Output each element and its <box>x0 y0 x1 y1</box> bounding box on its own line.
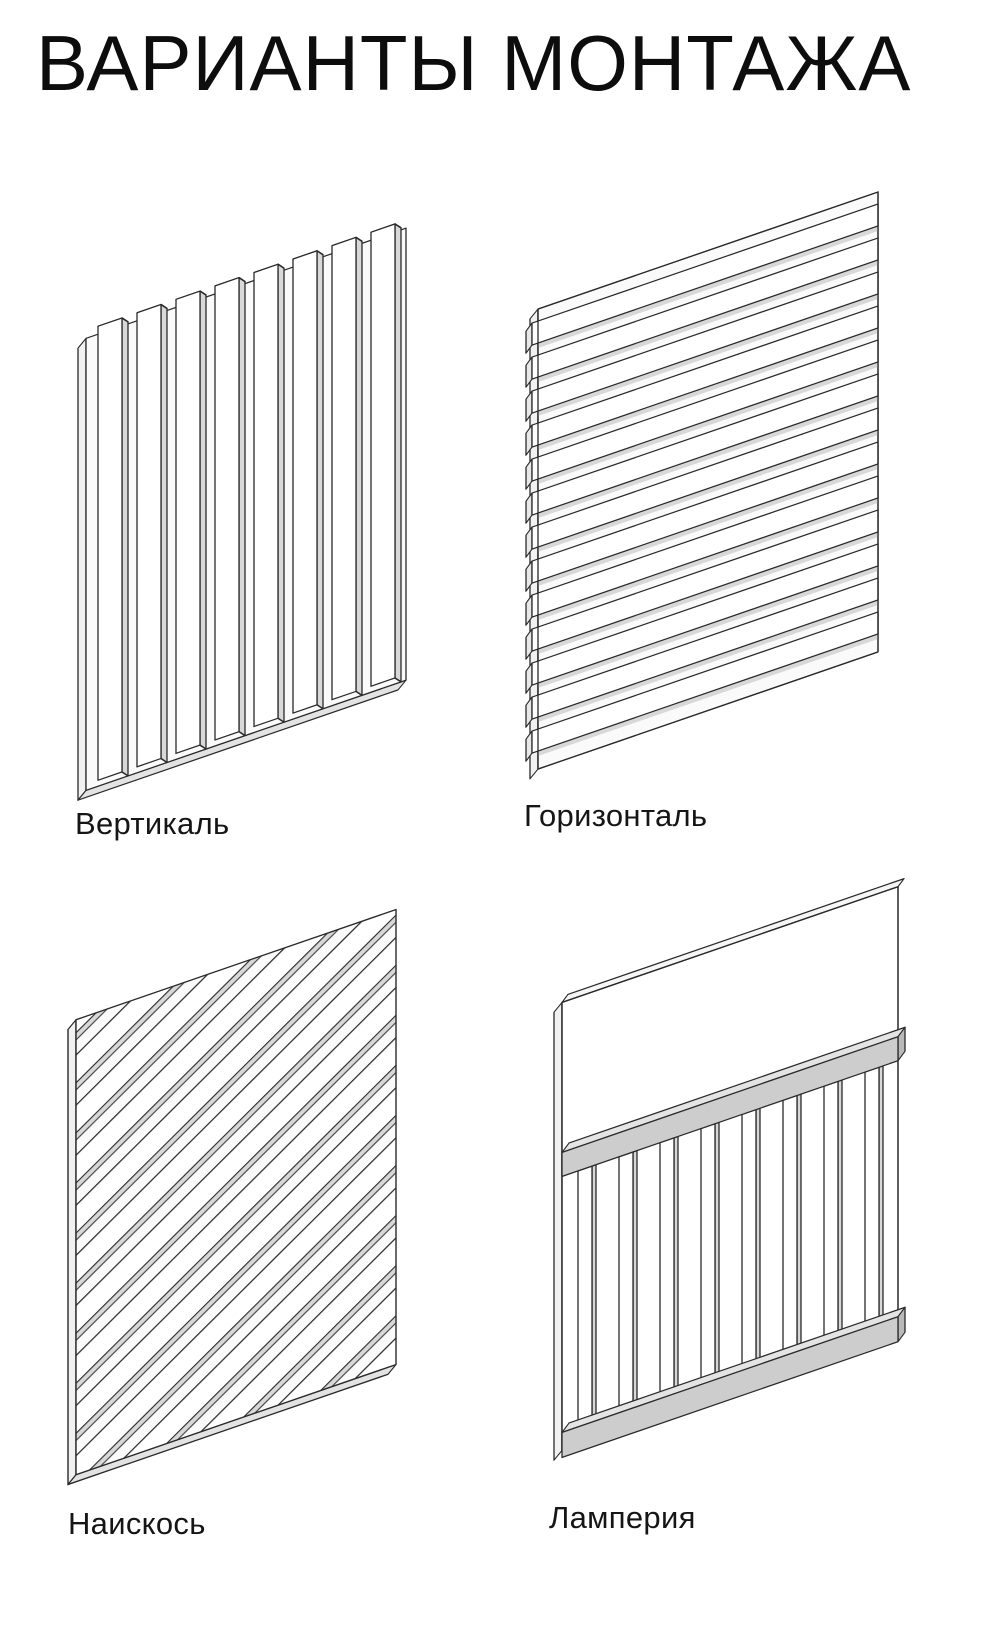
figure-caption-diagonal: Наискось <box>68 1506 206 1541</box>
wainscot-panel-group <box>553 878 906 1461</box>
wainscot-panel-illustration <box>553 878 906 1461</box>
figure-caption-horizontal: Горизонталь <box>524 798 708 833</box>
panel-backing <box>561 886 899 1452</box>
vertical-slats-panel-illustration <box>77 221 407 801</box>
panel-outline <box>537 191 879 770</box>
figure-caption-lamperia: Ламперия <box>549 1500 696 1535</box>
diagonal-panel-group <box>67 908 397 1486</box>
panel-left-edge <box>77 337 87 801</box>
horizontal-slats-panel-illustration <box>525 191 879 780</box>
vertical-panel-group <box>77 221 407 801</box>
panel-left-edge <box>67 1018 77 1486</box>
middle-rail <box>561 1026 906 1178</box>
horizontal-panel-group <box>525 191 879 780</box>
diagonal-slats-texture <box>76 909 396 1475</box>
figure-caption-vertical: Вертикаль <box>75 806 230 841</box>
page-title: ВАРИАНТЫ МОНТАЖА <box>36 19 912 107</box>
panel-outline <box>75 908 397 1476</box>
diagonal-slats-panel-illustration <box>67 908 397 1486</box>
panel-left-edge <box>553 1001 563 1461</box>
base-rail <box>561 1306 906 1459</box>
